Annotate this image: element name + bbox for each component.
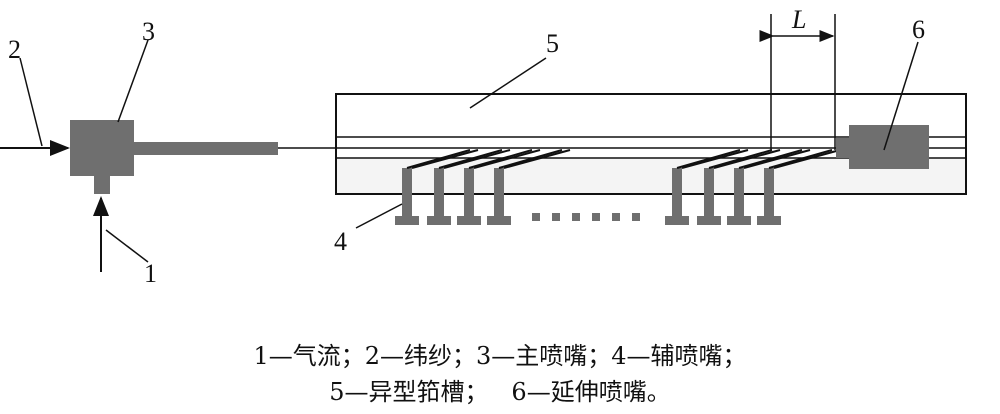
aux-nozzle-group-right	[665, 168, 781, 225]
label-main-nozzle: 3	[142, 17, 155, 46]
extension-nozzle-leader-line	[883, 41, 919, 151]
aux-nozzle-group-left	[395, 168, 511, 225]
label-yarn: 2	[8, 35, 21, 64]
label-aux-nozzle: 4	[334, 227, 347, 256]
caption-line-1: 1—气流；2—纬纱；3—主喷嘴；4—辅喷嘴；	[253, 342, 747, 370]
label-reed: 5	[546, 29, 559, 58]
label-extension-nozzle: 6	[912, 15, 925, 44]
main-nozzle-leader-line	[117, 39, 149, 123]
label-spacing-L: L	[791, 5, 806, 34]
extension-nozzle-tip	[836, 138, 850, 158]
continuation-dots	[532, 213, 640, 221]
extension-nozzle-body	[849, 125, 929, 169]
aux-nozzle-jets-left	[406, 149, 571, 169]
aux-nozzle-jets-right	[676, 149, 841, 169]
label-airflow: 1	[144, 259, 157, 288]
caption-line-2: 5—异型筘槽； 6—延伸喷嘴。	[329, 378, 671, 406]
reed-outline	[335, 93, 967, 195]
main-nozzle-inlet	[94, 176, 110, 194]
yarn-leader-line	[19, 57, 43, 147]
aux-nozzle-leader-line	[355, 203, 403, 229]
main-nozzle-body	[70, 120, 134, 176]
reed-leader-line	[469, 57, 547, 109]
main-nozzle-tube	[134, 142, 278, 155]
airflow-leader-line	[105, 229, 149, 263]
